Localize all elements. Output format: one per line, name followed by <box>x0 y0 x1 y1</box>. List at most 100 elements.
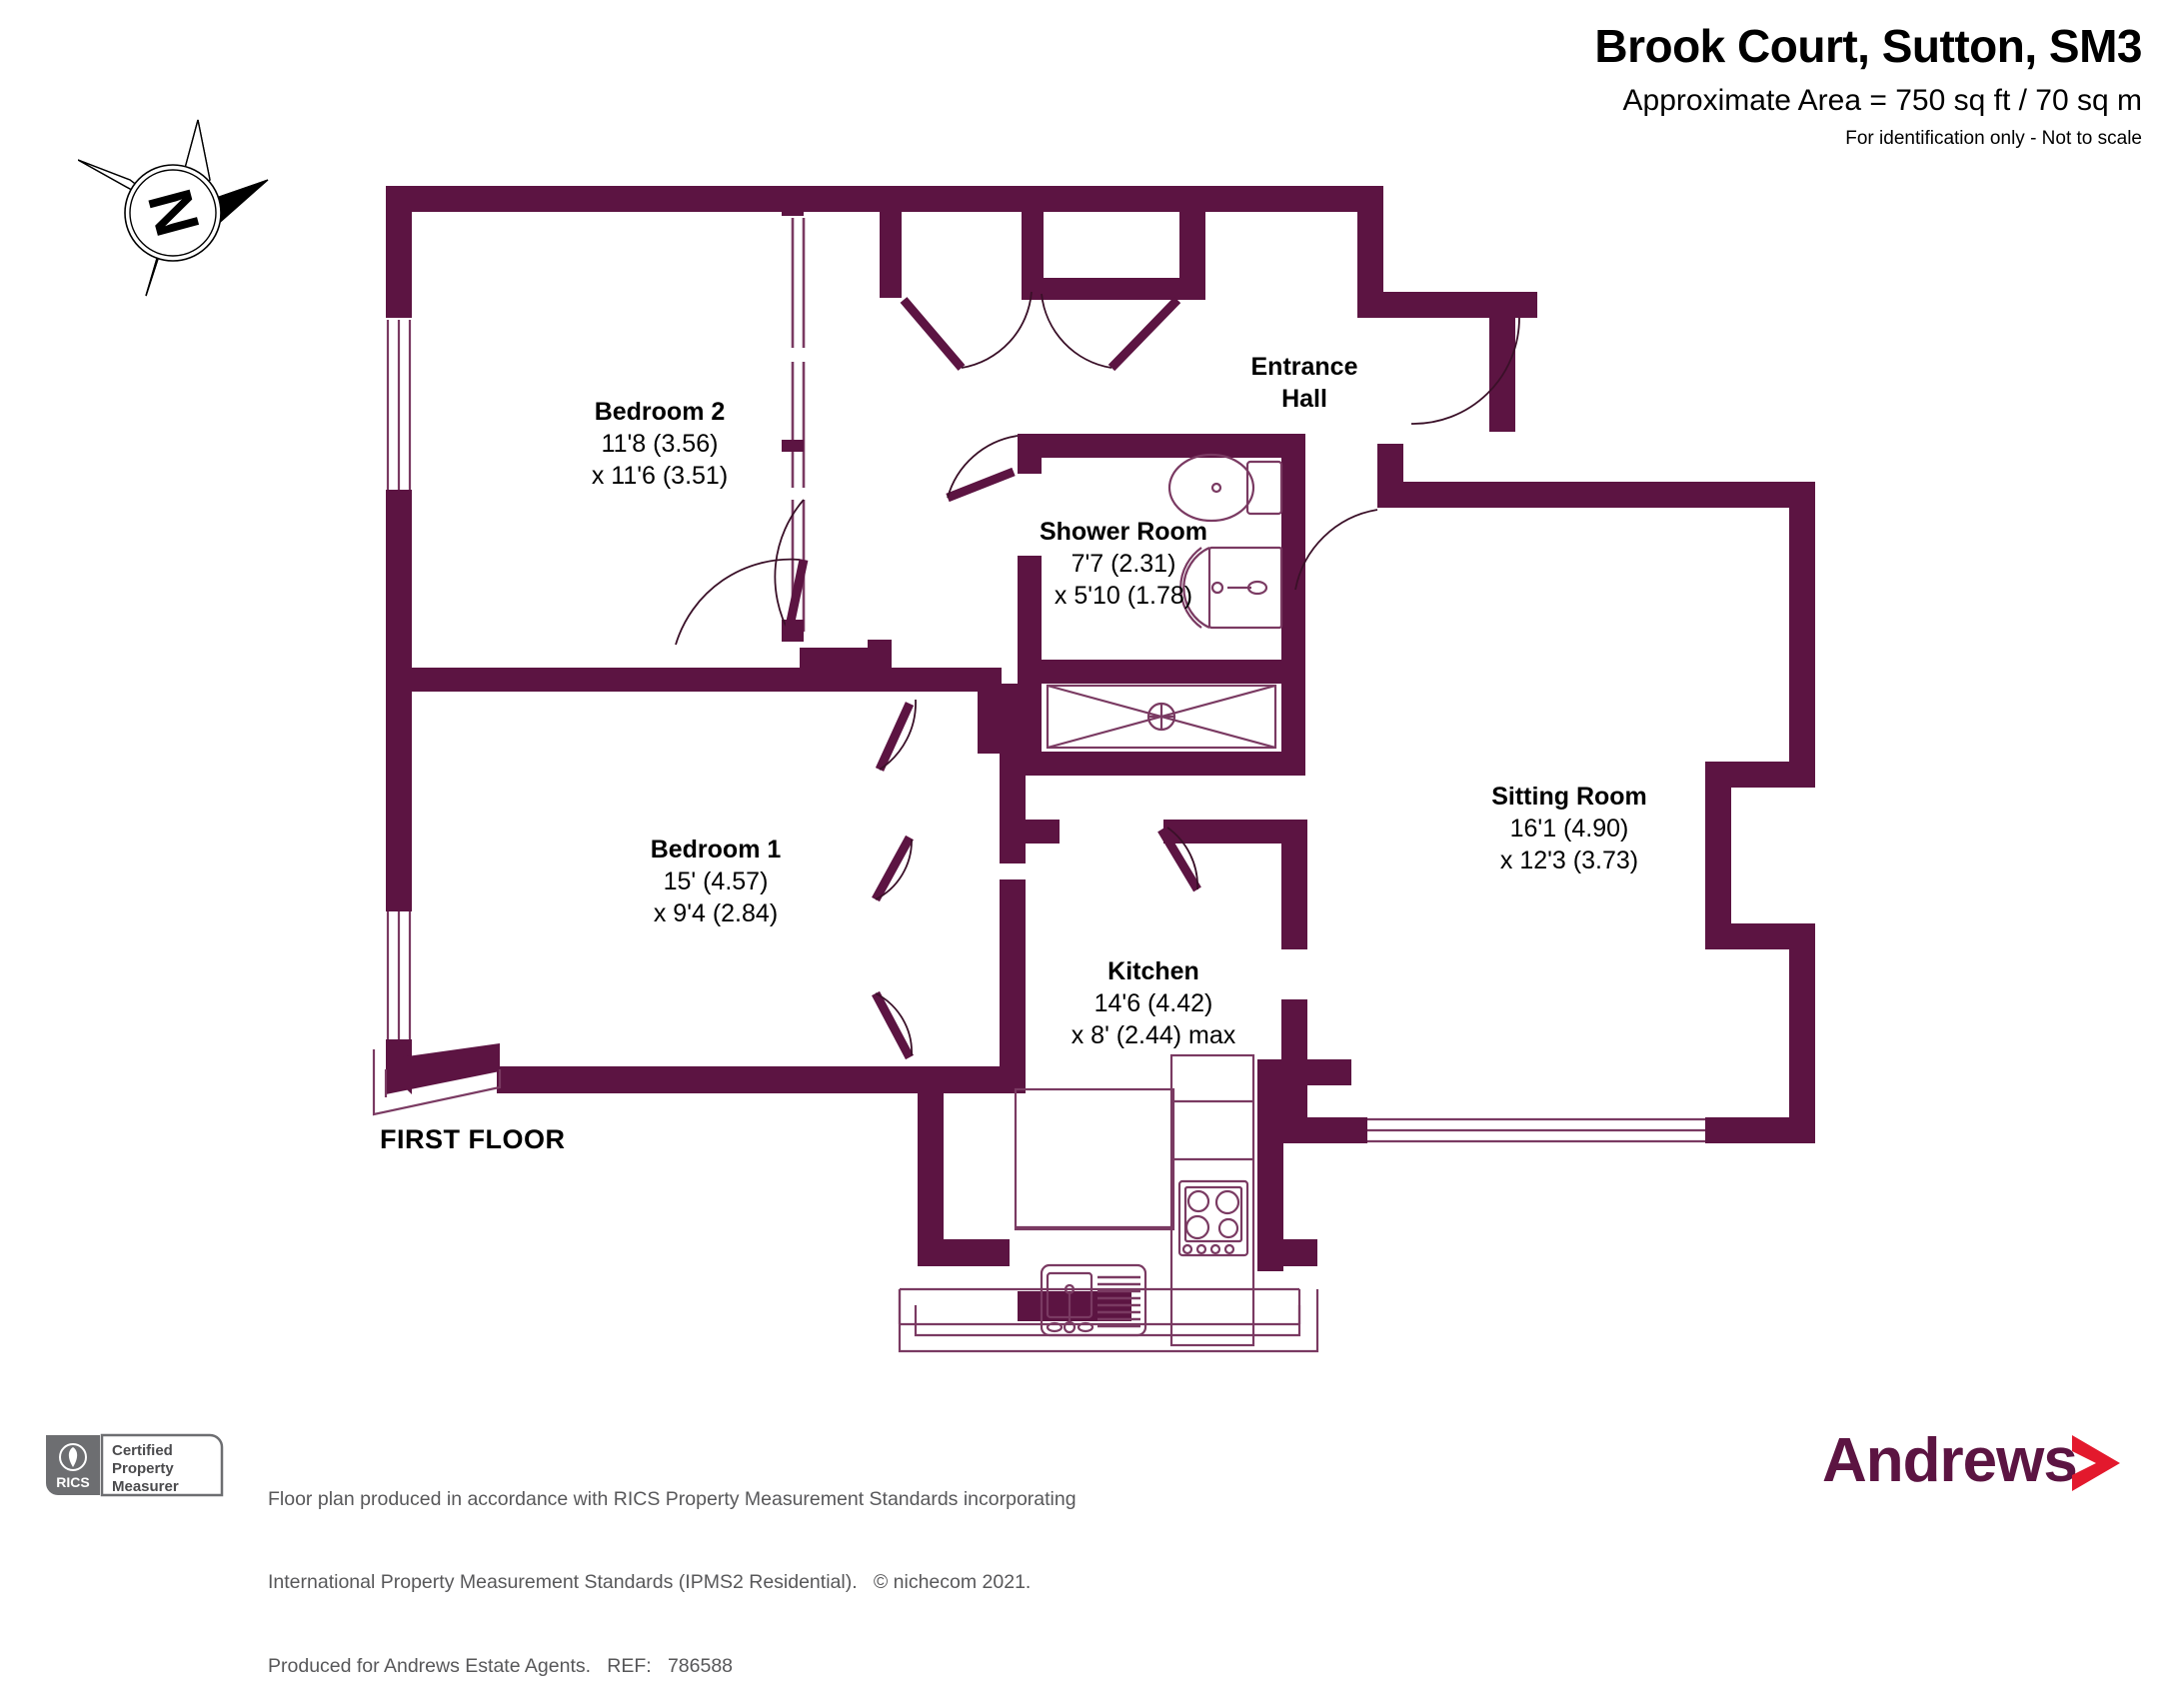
door-group <box>675 291 1520 1060</box>
wall-segment <box>880 280 902 298</box>
door-swing-arc <box>675 558 801 646</box>
door-swing-arc <box>875 992 913 1056</box>
door-swing-arc <box>875 839 913 900</box>
wall-segment <box>1281 999 1307 1069</box>
floor-plan-drawing: .wall { fill: #5c1442; } .thin { fill: n… <box>372 186 1815 1353</box>
room-label-entrance-hall-2: Hall <box>1281 385 1327 413</box>
shower-tray-fixture <box>1046 684 1277 750</box>
room-label-kitchen: Kitchen <box>1107 957 1199 985</box>
wall-segment <box>1705 762 1731 949</box>
wall-segment <box>880 186 902 296</box>
step-detail <box>372 1049 502 1116</box>
wall-segment <box>1307 1117 1367 1143</box>
door-leaf <box>1107 296 1181 372</box>
rics-badge-line3: Measurer <box>112 1478 179 1495</box>
wall-kitchen-left <box>1000 879 1026 1089</box>
wall-segment <box>1163 820 1283 844</box>
door-swing-arc <box>1294 509 1378 591</box>
plan-header: Brook Court, Sutton, SM3 Approximate Are… <box>1043 0 2142 150</box>
door-leaf <box>900 297 966 371</box>
wall-segment <box>497 1066 939 1093</box>
compass-rose-icon: N <box>77 118 278 298</box>
room-dim-shower-room-2: x 5'10 (1.78) <box>1055 582 1192 610</box>
room-dim-bedroom-2-2: x 11'6 (3.51) <box>592 462 728 490</box>
wall-segment <box>918 1239 1010 1266</box>
wall-segment <box>386 186 1255 212</box>
room-dim-kitchen-1: 14'6 (4.42) <box>1094 989 1213 1017</box>
footer-line-1: Floor plan produced in accordance with R… <box>268 1488 1077 1511</box>
toilet-fixture <box>1167 453 1283 523</box>
wall-segment <box>918 1066 944 1266</box>
hob-fixture <box>1177 1179 1249 1257</box>
rics-mark-text: RICS <box>56 1474 89 1490</box>
wall-segment <box>386 186 412 318</box>
door-leaf <box>872 990 914 1060</box>
door-swing-arc <box>1166 827 1198 890</box>
room-dim-bedroom-1-2: x 9'4 (2.84) <box>654 899 778 927</box>
room-dim-shower-room-1: 7'7 (2.31) <box>1072 550 1176 578</box>
footer-disclaimer-text: Floor plan produced in accordance with R… <box>268 1431 1077 1708</box>
room-label-shower-room: Shower Room <box>1040 518 1207 546</box>
wall-group <box>372 186 1815 1326</box>
wall-segment <box>1357 292 1517 318</box>
wall-segment <box>1018 752 1305 776</box>
wall-segment <box>1281 1059 1351 1085</box>
door-swing-arc <box>1041 293 1112 369</box>
room-label-entrance-hall: Entrance <box>1251 353 1358 381</box>
wall-segment <box>1018 556 1042 676</box>
window-left-bedroom2 <box>386 320 412 490</box>
door-swing-arc <box>879 699 917 771</box>
door-leaf <box>872 835 914 902</box>
wall-segment <box>782 440 804 452</box>
floor-level-label: FIRST FLOOR <box>380 1124 566 1154</box>
fixture-group <box>898 453 1319 1353</box>
wall-segment <box>1705 1117 1815 1143</box>
room-dim-kitchen-2: x 8' (2.44) max <box>1072 1021 1236 1049</box>
wall-segment <box>1789 923 1815 1143</box>
wall-segment <box>1018 434 1042 474</box>
wall-segment <box>1377 444 1403 508</box>
window-left-bedroom1 <box>386 911 412 1039</box>
basin-fixture <box>1179 546 1283 630</box>
chevron-right-icon <box>2072 1435 2120 1491</box>
wall-segment <box>978 684 1002 754</box>
wall-segment <box>1179 186 1383 212</box>
disclaimer-text: For identification only - Not to scale <box>1845 128 2142 150</box>
door-swing-arc <box>947 435 1019 499</box>
wall-segment <box>386 490 412 911</box>
door-swing-arc <box>1410 317 1520 425</box>
wall-segment <box>1281 820 1307 949</box>
kitchen-outline <box>898 1289 1319 1353</box>
wall-segment <box>1789 482 1815 762</box>
window-sitting-room-bottom <box>1367 1117 1705 1143</box>
wall-segment <box>892 668 1002 692</box>
door-leaf <box>1157 827 1201 892</box>
room-dim-bedroom-2-1: 11'8 (3.56) <box>602 430 719 458</box>
andrews-brand-logo: Andrews <box>1820 1419 2150 1507</box>
room-label-sitting-room: Sitting Room <box>1491 783 1647 811</box>
wall-segment <box>1000 820 1060 844</box>
wall-segment <box>1018 660 1305 684</box>
wall-segment <box>386 1043 500 1094</box>
room-label-bedroom-2: Bedroom 2 <box>595 398 726 426</box>
wall-partition-bed2-bed1 <box>412 668 892 692</box>
room-dim-sitting-room-1: 16'1 (4.90) <box>1510 815 1629 843</box>
page-title: Brook Court, Sutton, SM3 <box>1594 20 2142 72</box>
approximate-area-text: Approximate Area = 750 sq ft / 70 sq m <box>1622 84 2142 118</box>
wall-shower-top <box>1018 434 1305 458</box>
andrews-wordmark: Andrews <box>1822 1426 2077 1495</box>
door-leaf <box>783 559 809 637</box>
rics-badge-line2: Property <box>112 1460 174 1477</box>
footer-line-3: Produced for Andrews Estate Agents. REF:… <box>268 1654 734 1677</box>
door-leaf <box>875 702 915 772</box>
door-swing-arc <box>774 499 805 635</box>
door-leaf <box>946 467 1016 503</box>
wall-segment <box>1022 186 1044 300</box>
wall-segment <box>1179 186 1205 300</box>
rics-badge-line1: Certified <box>112 1442 173 1459</box>
rics-certified-property-measurer-badge: RICS Certified Property Measurer <box>38 1431 228 1499</box>
room-dim-bedroom-1-1: 15' (4.57) <box>664 867 769 895</box>
door-swing-arc <box>961 291 1033 369</box>
wall-segment <box>1032 278 1166 300</box>
room-label-bedroom-1: Bedroom 1 <box>651 836 782 863</box>
